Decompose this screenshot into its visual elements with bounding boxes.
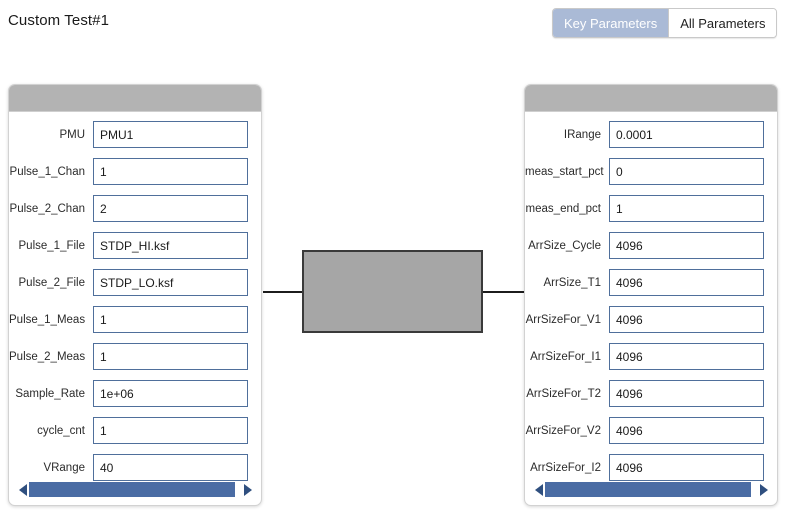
param-label-pulse-2-meas: Pulse_2_Meas xyxy=(9,350,86,363)
scroll-thumb[interactable] xyxy=(545,482,751,497)
param-input-arrsizefor-i2[interactable] xyxy=(609,454,764,481)
param-row: cycle_cnt xyxy=(9,412,261,449)
param-label-arrsizefor-v1: ArrSizeFor_V1 xyxy=(525,313,601,326)
right-panel-header xyxy=(525,85,777,112)
param-label-arrsizefor-v2: ArrSizeFor_V2 xyxy=(525,424,601,437)
scroll-track[interactable] xyxy=(29,482,241,497)
tab-key-parameters[interactable]: Key Parameters xyxy=(553,9,669,37)
param-row: Pulse_1_Meas xyxy=(9,301,261,338)
param-input-arrsize-t1[interactable] xyxy=(609,269,764,296)
param-label-arrsizefor-i2: ArrSizeFor_I2 xyxy=(530,461,601,474)
param-input-sample-rate[interactable] xyxy=(93,380,248,407)
device-lead-right xyxy=(483,291,524,293)
param-row: IRange xyxy=(525,116,777,153)
param-input-arrsize-cycle[interactable] xyxy=(609,232,764,259)
param-input-pulse-1-chan[interactable] xyxy=(93,158,248,185)
param-row: Pulse_1_Chan xyxy=(9,153,261,190)
param-row: meas_start_pct xyxy=(525,153,777,190)
param-input-arrsizefor-v1[interactable] xyxy=(609,306,764,333)
param-input-arrsizefor-v2[interactable] xyxy=(609,417,764,444)
param-input-pulse-2-meas[interactable] xyxy=(93,343,248,370)
param-row: Pulse_1_File xyxy=(9,227,261,264)
param-label-pulse-2-chan: Pulse_2_Chan xyxy=(9,202,85,215)
device-under-test-symbol[interactable] xyxy=(302,250,483,333)
scroll-left-arrow-icon[interactable] xyxy=(16,481,29,498)
param-label-arrsize-t1: ArrSize_T1 xyxy=(543,276,601,289)
right-panel-body: IRange meas_start_pct meas_end_pct ArrSi… xyxy=(525,112,777,491)
param-row: Pulse_2_Chan xyxy=(9,190,261,227)
param-input-arrsizefor-i1[interactable] xyxy=(609,343,764,370)
param-input-pulse-1-meas[interactable] xyxy=(93,306,248,333)
param-input-pulse-2-chan[interactable] xyxy=(93,195,248,222)
left-parameter-panel: PMU Pulse_1_Chan Pulse_2_Chan Pulse_1_Fi… xyxy=(8,84,262,506)
scroll-track[interactable] xyxy=(545,482,757,497)
param-label-irange: IRange xyxy=(563,128,601,141)
param-row: VRange xyxy=(9,449,261,486)
param-row: ArrSizeFor_V2 xyxy=(525,412,777,449)
parameter-view-toggle[interactable]: Key Parameters All Parameters xyxy=(552,8,778,38)
left-panel-horizontal-scrollbar[interactable] xyxy=(16,481,254,498)
right-parameter-panel: IRange meas_start_pct meas_end_pct ArrSi… xyxy=(524,84,778,506)
param-row: Sample_Rate xyxy=(9,375,261,412)
scroll-thumb[interactable] xyxy=(29,482,235,497)
param-label-sample-rate: Sample_Rate xyxy=(15,387,85,400)
param-input-pmu[interactable] xyxy=(93,121,248,148)
param-input-irange[interactable] xyxy=(609,121,764,148)
scroll-left-arrow-icon[interactable] xyxy=(532,481,545,498)
device-lead-left xyxy=(263,291,303,293)
param-label-cycle-cnt: cycle_cnt xyxy=(37,424,85,437)
param-row: ArrSize_T1 xyxy=(525,264,777,301)
param-input-arrsizefor-t2[interactable] xyxy=(609,380,764,407)
param-label-pulse-1-meas: Pulse_1_Meas xyxy=(9,313,86,326)
param-input-cycle-cnt[interactable] xyxy=(93,417,248,444)
param-input-pulse-2-file[interactable] xyxy=(93,269,248,296)
toggle-divider xyxy=(668,9,670,37)
param-input-meas-end-pct[interactable] xyxy=(609,195,764,222)
param-label-arrsizefor-t2: ArrSizeFor_T2 xyxy=(526,387,601,400)
param-label-pmu: PMU xyxy=(59,128,85,141)
param-row: meas_end_pct xyxy=(525,190,777,227)
param-row: ArrSize_Cycle xyxy=(525,227,777,264)
param-label-meas-end-pct: meas_end_pct xyxy=(525,202,601,215)
param-label-pulse-1-file: Pulse_1_File xyxy=(18,239,85,252)
param-label-arrsize-cycle: ArrSize_Cycle xyxy=(528,239,601,252)
param-label-vrange: VRange xyxy=(43,461,85,474)
param-row: PMU xyxy=(9,116,261,153)
param-row: ArrSizeFor_T2 xyxy=(525,375,777,412)
right-panel-horizontal-scrollbar[interactable] xyxy=(532,481,770,498)
page-title: Custom Test#1 xyxy=(8,12,110,29)
param-input-meas-start-pct[interactable] xyxy=(609,158,764,185)
param-row: ArrSizeFor_V1 xyxy=(525,301,777,338)
param-input-pulse-1-file[interactable] xyxy=(93,232,248,259)
scroll-right-arrow-icon[interactable] xyxy=(241,481,254,498)
param-label-arrsizefor-i1: ArrSizeFor_I1 xyxy=(530,350,601,363)
param-input-vrange[interactable] xyxy=(93,454,248,481)
param-row: Pulse_2_Meas xyxy=(9,338,261,375)
param-row: Pulse_2_File xyxy=(9,264,261,301)
param-label-pulse-2-file: Pulse_2_File xyxy=(18,276,85,289)
left-panel-body: PMU Pulse_1_Chan Pulse_2_Chan Pulse_1_Fi… xyxy=(9,112,261,491)
left-panel-header xyxy=(9,85,261,112)
tab-all-parameters[interactable]: All Parameters xyxy=(669,9,777,37)
param-label-pulse-1-chan: Pulse_1_Chan xyxy=(9,165,85,178)
param-row: ArrSizeFor_I2 xyxy=(525,449,777,486)
param-label-meas-start-pct: meas_start_pct xyxy=(525,165,604,178)
scroll-right-arrow-icon[interactable] xyxy=(757,481,770,498)
param-row: ArrSizeFor_I1 xyxy=(525,338,777,375)
